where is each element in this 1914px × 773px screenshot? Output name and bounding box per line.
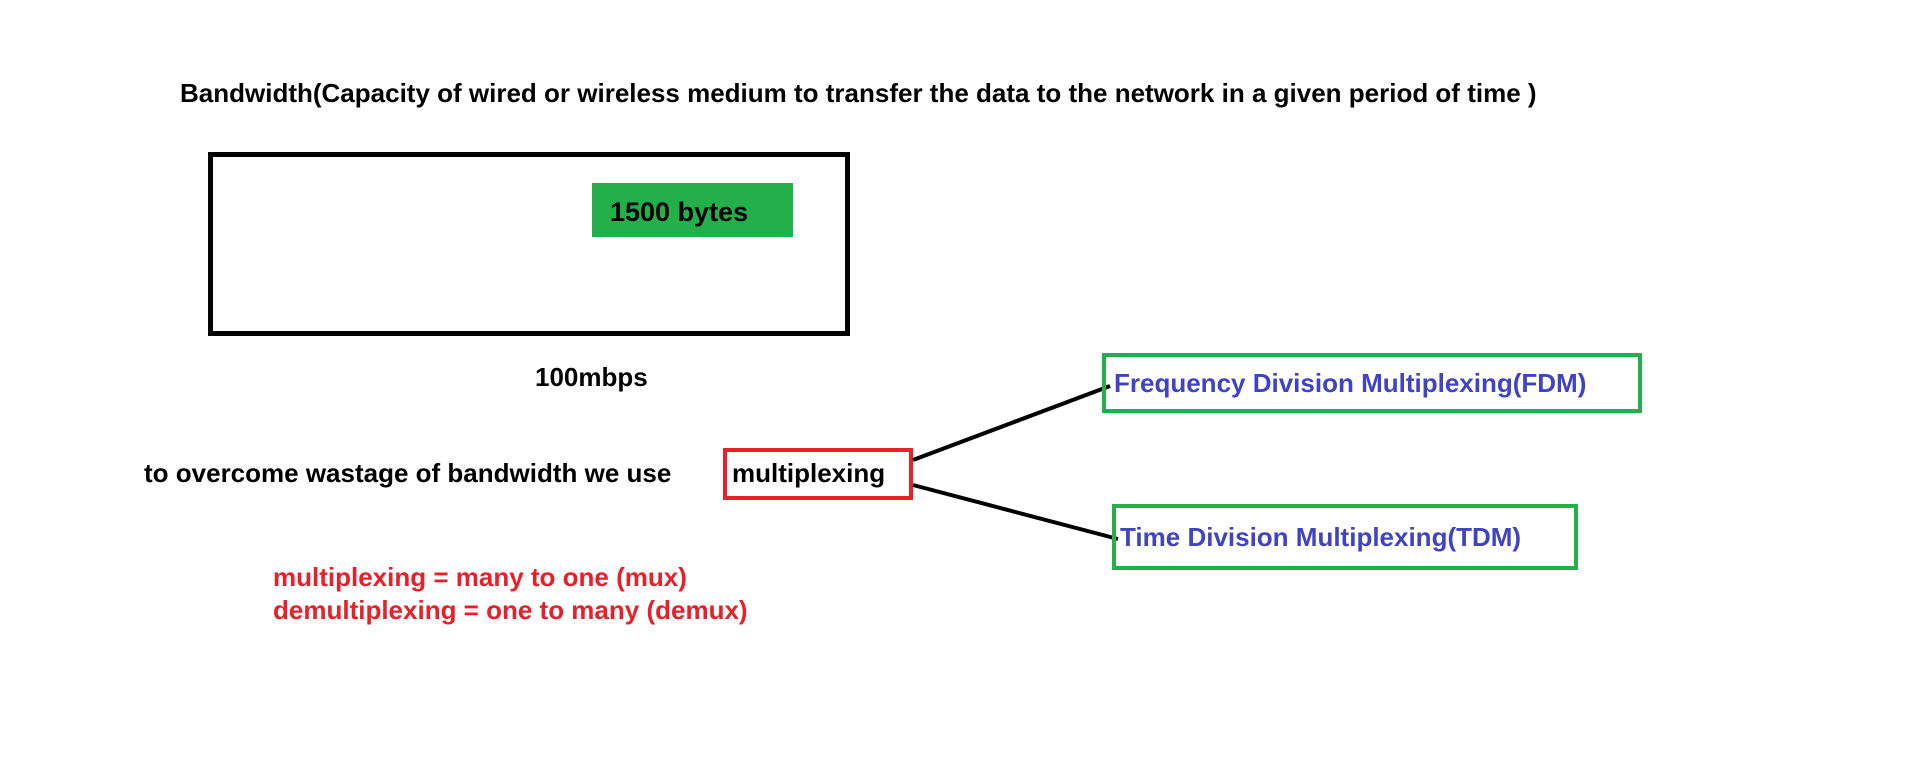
bandwidth-speed-label: 100mbps xyxy=(535,362,648,392)
multiplexing-highlight-word: multiplexing xyxy=(732,458,886,488)
fdm-box xyxy=(1102,353,1642,413)
tdm-box xyxy=(1112,504,1578,570)
tdm-label: Time Division Multiplexing(TDM) xyxy=(1120,522,1522,552)
multiplexing-highlight-box xyxy=(723,448,913,500)
demux-definition: demultiplexing = one to many (demux) xyxy=(273,595,748,625)
mux-definition: multiplexing = many to one (mux) xyxy=(273,562,687,592)
fdm-label: Frequency Division Multiplexing(FDM) xyxy=(1114,368,1587,398)
packet-block xyxy=(592,183,793,237)
statement-text: to overcome wastage of bandwidth we use xyxy=(144,458,672,488)
packet-label: 1500 bytes xyxy=(610,197,749,227)
bandwidth-channel-box xyxy=(208,152,850,336)
connector-to-fdm xyxy=(912,384,1111,462)
diagram-title: Bandwidth(Capacity of wired or wireless … xyxy=(180,78,1537,108)
connector-to-tdm xyxy=(912,483,1119,541)
